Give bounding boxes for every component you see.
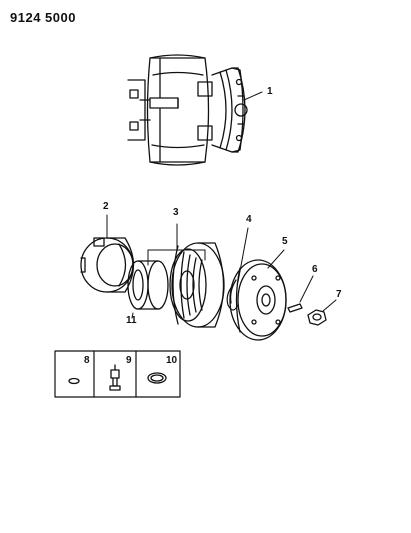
callout-4: 4: [246, 214, 252, 225]
shaft-key: [287, 275, 314, 313]
callout-11: 11: [126, 315, 137, 326]
inset-label-8: 8: [84, 355, 90, 366]
inset-parts-box: [54, 350, 181, 398]
callout-3: 3: [173, 207, 179, 218]
inset-label-10: 10: [166, 355, 178, 366]
diagram-code: 9124 5000: [10, 10, 76, 25]
callout-5: 5: [282, 236, 288, 247]
callout-1: 1: [267, 86, 273, 97]
pulley-bearing: [127, 260, 169, 319]
compressor-assembly: [127, 54, 263, 166]
field-coil: [80, 214, 135, 293]
hex-nut: [307, 299, 337, 326]
clutch-plate: [229, 249, 287, 341]
callout-6: 6: [312, 264, 318, 275]
callout-2: 2: [103, 201, 109, 212]
callout-7: 7: [336, 289, 342, 300]
inset-label-9: 9: [126, 355, 132, 366]
pulley: [147, 223, 225, 328]
